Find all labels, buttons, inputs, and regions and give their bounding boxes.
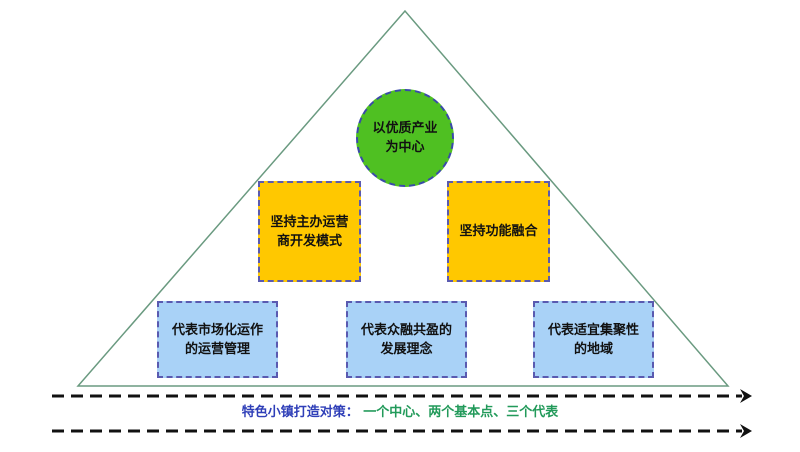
arrow-head-upper [740, 389, 752, 403]
middle-node-function-integration: 坚持功能融合 [447, 181, 550, 282]
caption-label: 特色小镇打造对策： [241, 405, 359, 420]
bottom-node-shared-development: 代表众融共盈的 发展理念 [346, 301, 467, 378]
pyramid-triangle [76, 9, 730, 387]
top-node-core-industry: 以优质产业 为中心 [356, 89, 454, 187]
arrow-head-lower [740, 424, 752, 438]
diagram-caption: 特色小镇打造对策： 一个中心、两个基本点、三个代表 [0, 405, 800, 421]
bottom-node-market-operation: 代表市场化运作 的运营管理 [157, 301, 278, 378]
caption-detail: 一个中心、两个基本点、三个代表 [363, 405, 559, 420]
bottom-node-suitable-region: 代表适宜集聚性 的地域 [533, 301, 654, 378]
middle-node-operator-model: 坚持主办运营 商开发模式 [258, 181, 361, 282]
